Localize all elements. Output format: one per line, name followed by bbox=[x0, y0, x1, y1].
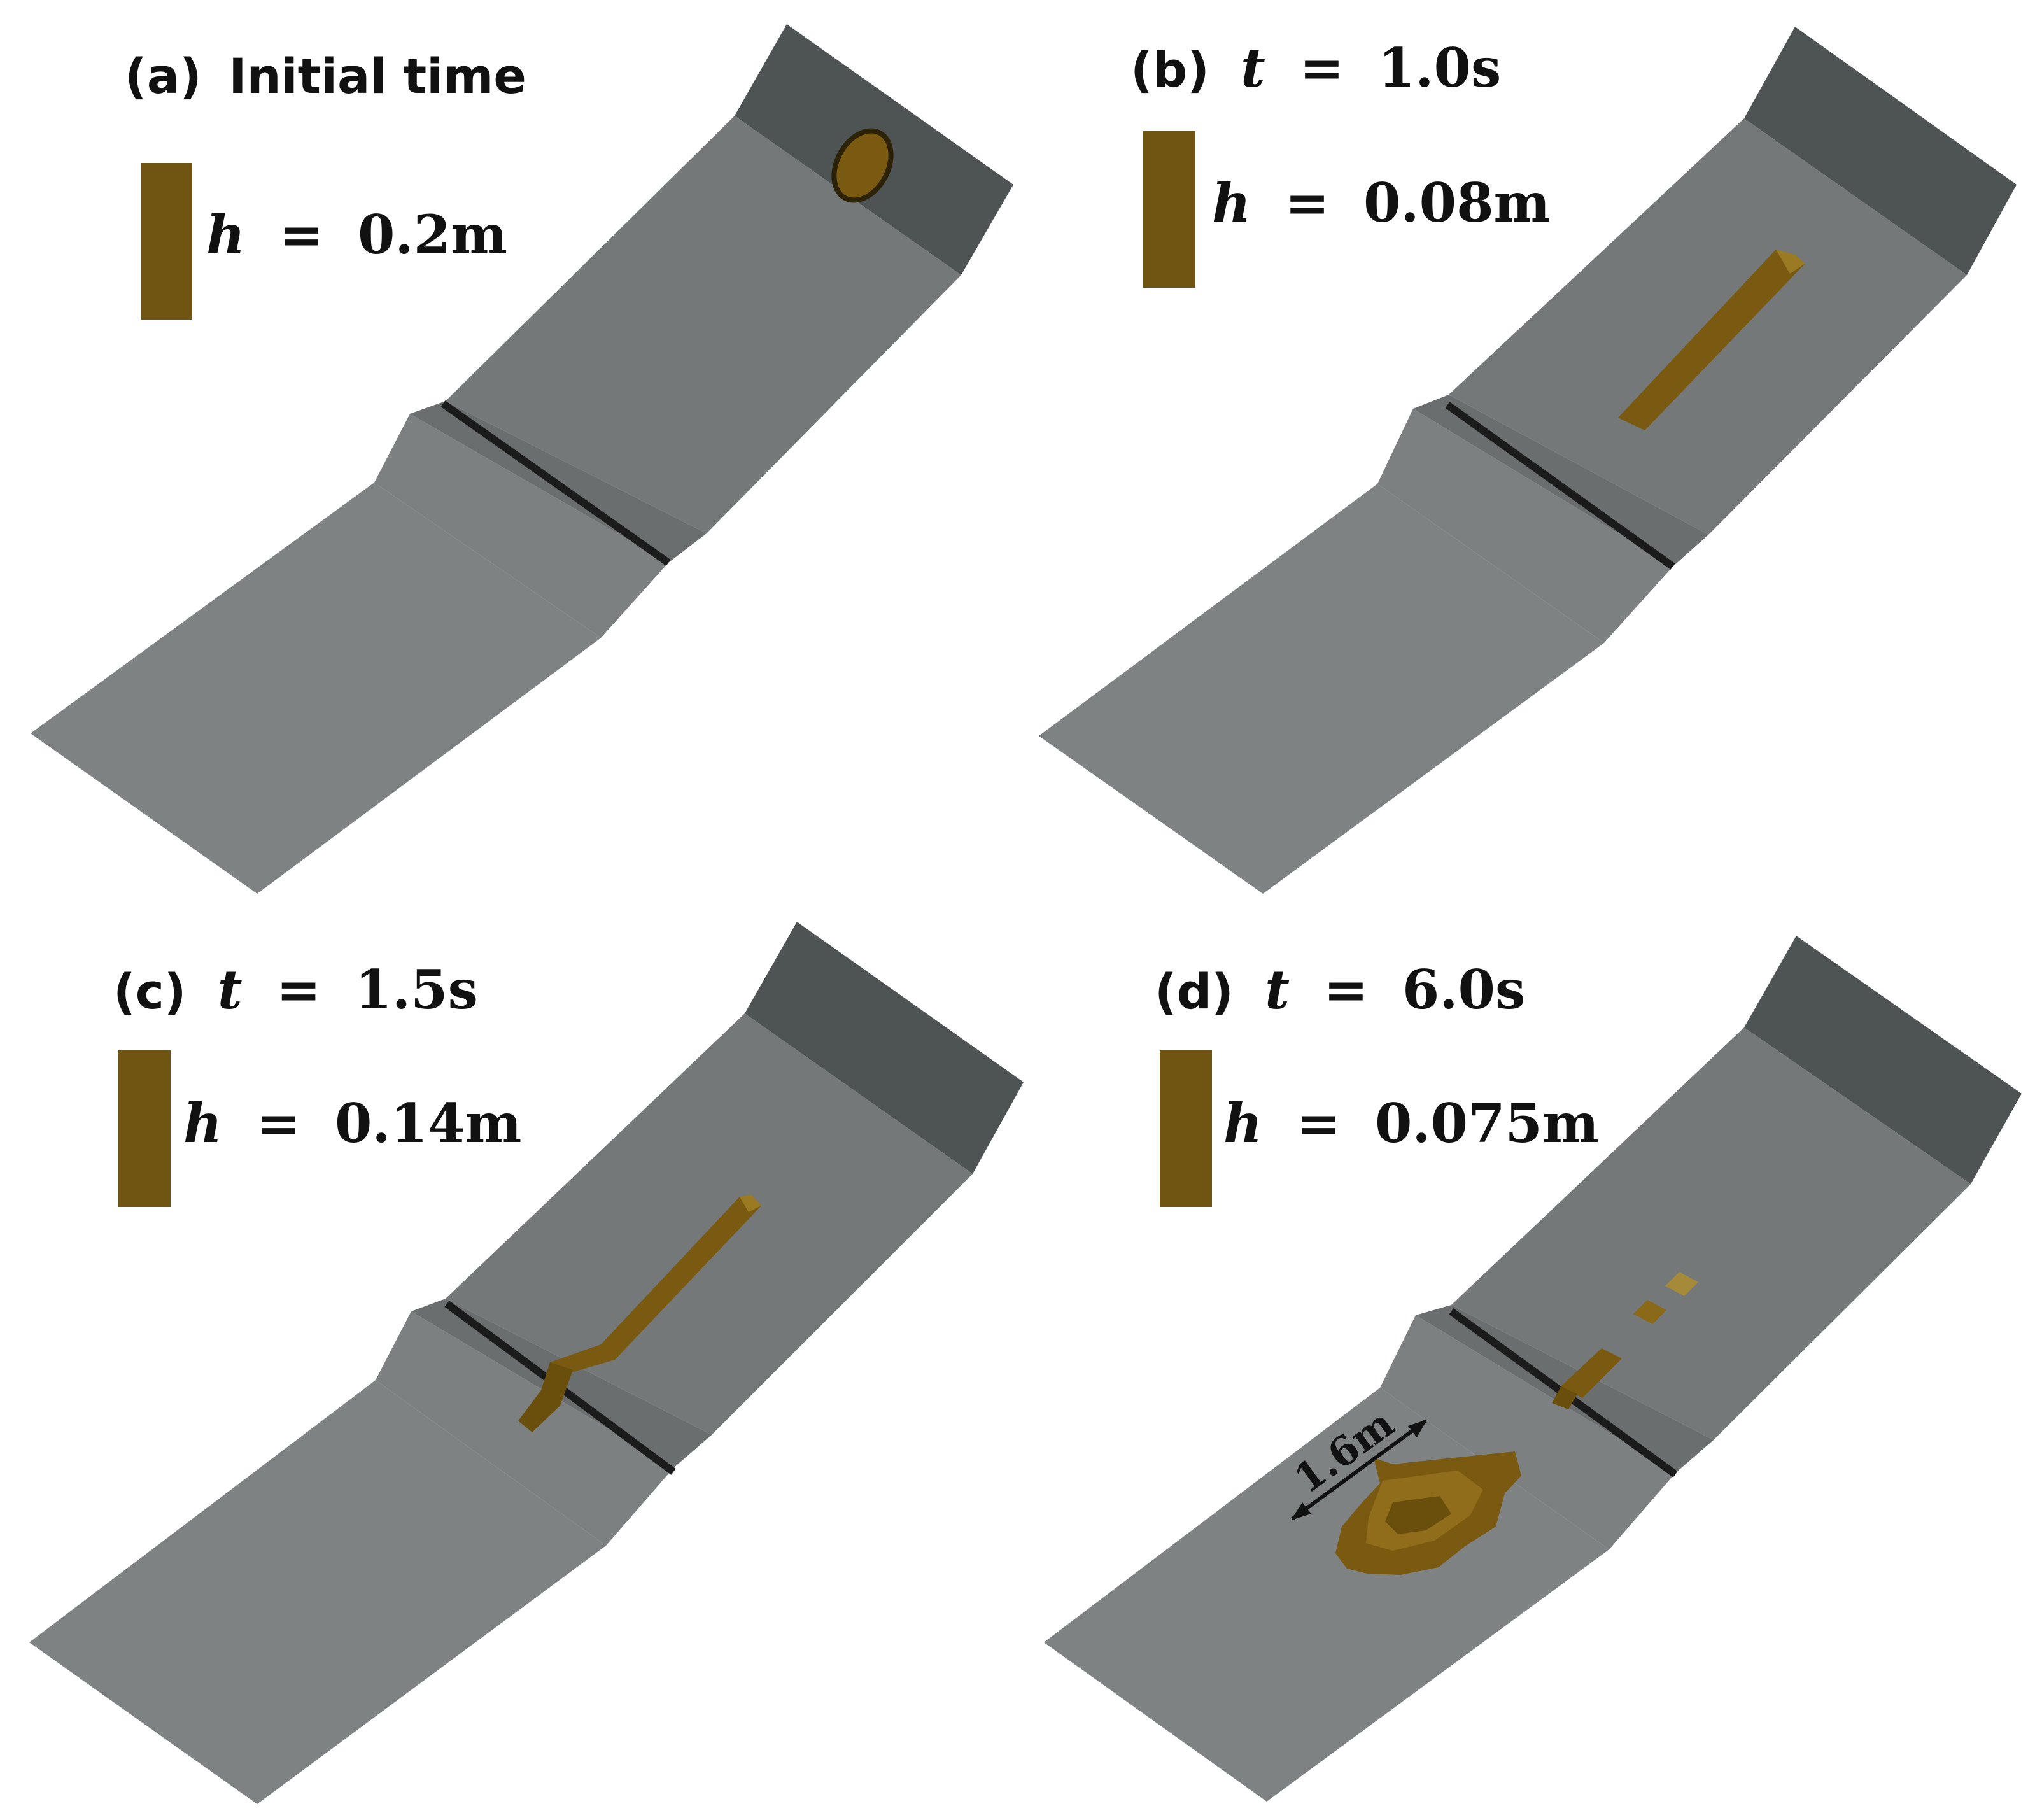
panel-title: Initial time bbox=[229, 48, 526, 104]
legend-bar bbox=[141, 163, 192, 320]
panel-label: (d) t = 6.0s bbox=[1155, 958, 1525, 1021]
slope-terrain bbox=[1039, 27, 2017, 894]
height-label: h = 0.2m bbox=[206, 203, 507, 266]
upper-block-face bbox=[745, 922, 1024, 1174]
debris-patch bbox=[1633, 1300, 1666, 1324]
panel-a: (a) Initial time h = 0.2m bbox=[31, 24, 1013, 894]
runout-plain bbox=[29, 1380, 606, 1804]
debris-toe bbox=[518, 1362, 573, 1432]
debris-deposit-core bbox=[1385, 1496, 1451, 1534]
debris-front bbox=[740, 1194, 761, 1212]
panel-d: 1.6m (d) t = 6.0s h = 0.075m bbox=[1044, 936, 2022, 1802]
dimension-arrow bbox=[1291, 1419, 1427, 1521]
runout-plain bbox=[31, 483, 601, 894]
debris-strip bbox=[550, 1197, 761, 1378]
lower-slope bbox=[1380, 1315, 1675, 1549]
debris-mass bbox=[831, 128, 894, 203]
height-label: h = 0.14m bbox=[183, 1092, 521, 1155]
panel-b: (b) t = 1.0s h = 0.08m bbox=[1039, 27, 2017, 894]
lower-slope bbox=[376, 1311, 673, 1546]
legend-bar bbox=[118, 1050, 171, 1207]
panel-label: (c) t = 1.5s bbox=[113, 958, 478, 1021]
height-label: h = 0.075m bbox=[1223, 1092, 1599, 1155]
legend-bar bbox=[1143, 131, 1195, 288]
upper-slope bbox=[446, 1013, 973, 1435]
upper-block-face bbox=[1744, 27, 2017, 275]
debris-at-gate bbox=[1561, 1348, 1622, 1398]
gate-line bbox=[1445, 402, 1675, 570]
upper-block-face bbox=[1744, 936, 2022, 1184]
panel-label: (a) Initial time bbox=[125, 48, 526, 104]
debris-strip bbox=[1618, 250, 1805, 430]
debris-front bbox=[1776, 250, 1805, 274]
upper-slope bbox=[1451, 1027, 1971, 1440]
slope-terrain bbox=[1044, 936, 2022, 1802]
lower-slope bbox=[374, 414, 668, 638]
slope-terrain bbox=[29, 922, 1024, 1804]
lower-slope bbox=[1377, 409, 1673, 643]
gate-line bbox=[440, 400, 671, 566]
panel-label: (b) t = 1.0s bbox=[1130, 36, 1501, 99]
runout-plain bbox=[1039, 484, 1604, 894]
legend-bar bbox=[1160, 1050, 1212, 1207]
debris-at-gate-lower bbox=[1552, 1386, 1577, 1409]
slope-terrain bbox=[31, 24, 1013, 894]
debris-patch bbox=[1665, 1272, 1698, 1296]
upper-slope bbox=[446, 116, 961, 533]
panel-c: (c) t = 1.5s h = 0.14m bbox=[29, 922, 1024, 1804]
height-label: h = 0.08m bbox=[1212, 171, 1550, 234]
